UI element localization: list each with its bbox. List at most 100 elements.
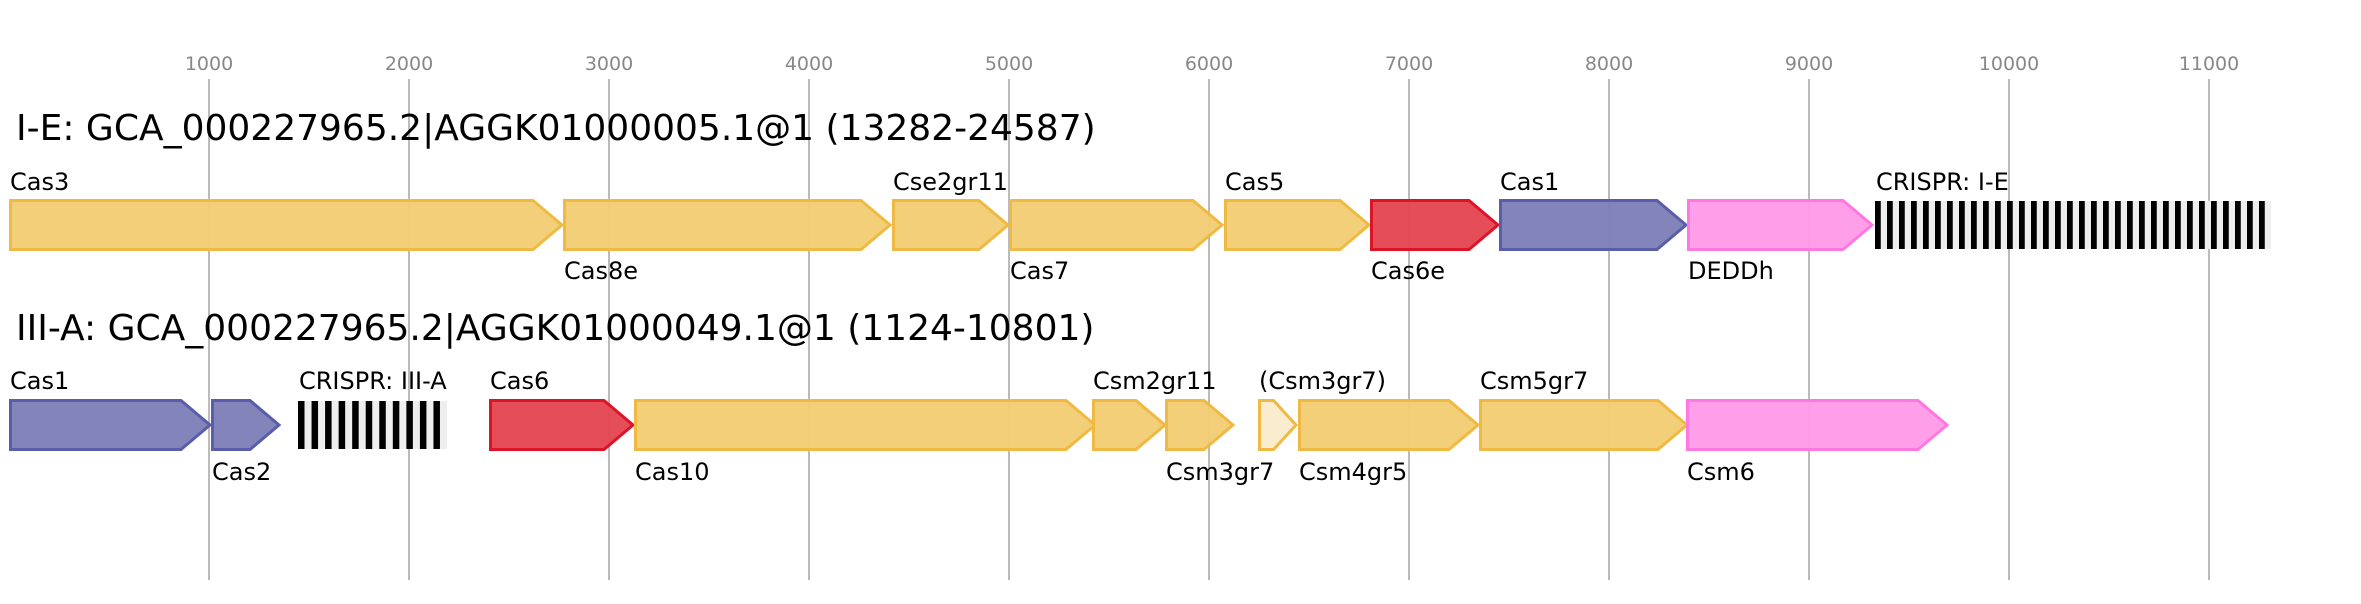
- crispr-repeat: [1983, 201, 1989, 249]
- crispr-array[interactable]: CRISPR: I-E: [1875, 168, 2271, 249]
- crispr-repeat: [1911, 201, 1917, 249]
- gene-label: Cas1: [1500, 168, 1559, 196]
- crispr-repeat: [2055, 201, 2061, 249]
- gene-arrow[interactable]: Csm2gr11: [1092, 367, 1217, 451]
- crispr-repeat: [2067, 201, 2073, 249]
- crispr-repeat: [2223, 201, 2229, 249]
- crispr-repeat: [406, 401, 413, 449]
- crispr-array[interactable]: CRISPR: III-A: [298, 367, 447, 449]
- gene-arrow[interactable]: Cas1: [1499, 168, 1689, 251]
- gene-arrow[interactable]: Cas8e: [563, 199, 893, 286]
- crispr-repeat: [2175, 201, 2181, 249]
- tick-label: 11000: [2179, 53, 2239, 75]
- gene-shape: [563, 199, 893, 251]
- gene-label: Cas3: [10, 168, 69, 196]
- gene-arrow[interactable]: Cas2: [211, 399, 282, 487]
- crispr-repeat: [2115, 201, 2121, 249]
- gene-arrow[interactable]: Csm5gr7: [1479, 367, 1690, 451]
- gene-shape: [1009, 199, 1225, 251]
- gene-shape: [1479, 399, 1690, 451]
- crispr-repeat: [2127, 201, 2133, 249]
- crispr-repeat: [298, 401, 305, 449]
- gene-label: Cas6: [490, 367, 549, 395]
- crispr-repeat: [1959, 201, 1965, 249]
- crispr-repeat: [1875, 201, 1881, 249]
- crispr-repeat: [1899, 201, 1905, 249]
- gene-shape: [1298, 399, 1481, 451]
- gene-label: Cas2: [212, 458, 271, 486]
- gene-arrow[interactable]: Cas1: [9, 367, 213, 451]
- gene-arrow[interactable]: (Csm3gr7): [1258, 367, 1386, 451]
- gene-shape: [1687, 199, 1875, 251]
- crispr-repeat: [1995, 201, 2001, 249]
- gene-shape: [892, 199, 1011, 251]
- gene-label: Cas7: [1010, 257, 1069, 285]
- tick-label: 5000: [985, 53, 1033, 75]
- crispr-repeat: [2031, 201, 2037, 249]
- tick-label: 10000: [1979, 53, 2039, 75]
- crispr-repeat: [2007, 201, 2013, 249]
- gene-arrow[interactable]: Csm4gr5: [1298, 399, 1481, 487]
- gene-arrow[interactable]: Cas5: [1224, 168, 1372, 251]
- gene-shape: [1092, 399, 1168, 451]
- tick-label: 2000: [385, 53, 433, 75]
- gene-shape: [1224, 199, 1372, 251]
- gene-label: CRISPR: III-A: [299, 367, 447, 395]
- gene-arrow[interactable]: Cas6: [489, 367, 636, 451]
- gene-shape: [9, 399, 213, 451]
- crispr-repeat: [2247, 201, 2253, 249]
- tick-label: 4000: [785, 53, 833, 75]
- gene-arrow[interactable]: Cas7: [1009, 199, 1225, 286]
- gene-label: Csm2gr11: [1093, 367, 1217, 395]
- gene-arrow[interactable]: Cas6e: [1370, 199, 1501, 286]
- crispr-repeat: [2079, 201, 2085, 249]
- tick-label: 8000: [1585, 53, 1633, 75]
- gene-label: CRISPR: I-E: [1876, 168, 2009, 196]
- crispr-repeat: [419, 401, 427, 449]
- gene-shape: [489, 399, 636, 451]
- crispr-repeat: [2211, 201, 2217, 249]
- tick-label: 7000: [1385, 53, 1433, 75]
- locus-title: III-A: GCA_000227965.2|AGGK01000049.1@1 …: [16, 308, 1094, 349]
- crispr-repeat: [365, 401, 373, 449]
- crispr-repeat: [1887, 201, 1893, 249]
- gene-shape: [211, 399, 282, 451]
- gene-label: Cse2gr11: [893, 168, 1008, 196]
- locus-1: I-E: GCA_000227965.2|AGGK01000005.1@1 (1…: [9, 108, 2271, 286]
- tick-label: 1000: [185, 53, 233, 75]
- crispr-repeat: [2163, 201, 2169, 249]
- gene-arrow[interactable]: Cas10: [634, 399, 1098, 487]
- crispr-repeat: [433, 401, 440, 449]
- gene-arrow[interactable]: Csm6: [1686, 399, 1950, 487]
- locus-title: I-E: GCA_000227965.2|AGGK01000005.1@1 (1…: [16, 108, 1096, 149]
- gene-label: Cas1: [10, 367, 69, 395]
- crispr-repeat: [311, 401, 319, 449]
- gene-label: Csm3gr7: [1166, 458, 1274, 486]
- crispr-repeat: [2187, 201, 2193, 249]
- gene-shape: [1165, 399, 1236, 451]
- gene-label: DEDDh: [1688, 257, 1774, 285]
- crispr-background: [1875, 201, 2271, 249]
- gene-label: Csm4gr5: [1299, 458, 1407, 486]
- crispr-repeat: [338, 401, 346, 449]
- gene-label: Cas6e: [1371, 257, 1445, 285]
- gene-arrow[interactable]: Csm3gr7: [1165, 399, 1274, 487]
- gene-label: Cas8e: [564, 257, 638, 285]
- gene-arrow[interactable]: Cas3: [9, 168, 565, 251]
- crispr-repeat: [2019, 201, 2025, 249]
- crispr-repeat: [379, 401, 386, 449]
- gene-arrow[interactable]: DEDDh: [1687, 199, 1875, 286]
- gene-arrow[interactable]: Cse2gr11: [892, 168, 1011, 251]
- crispr-repeat: [1935, 201, 1941, 249]
- gene-shape: [1258, 399, 1299, 451]
- crispr-repeat: [2235, 201, 2241, 249]
- locus-2: III-A: GCA_000227965.2|AGGK01000049.1@1 …: [9, 308, 1950, 487]
- tick-label: 6000: [1185, 53, 1233, 75]
- crispr-repeat: [325, 401, 332, 449]
- crispr-repeat: [1923, 201, 1929, 249]
- gene-label: (Csm3gr7): [1259, 367, 1386, 395]
- gene-label: Cas10: [635, 458, 710, 486]
- crispr-repeat: [392, 401, 400, 449]
